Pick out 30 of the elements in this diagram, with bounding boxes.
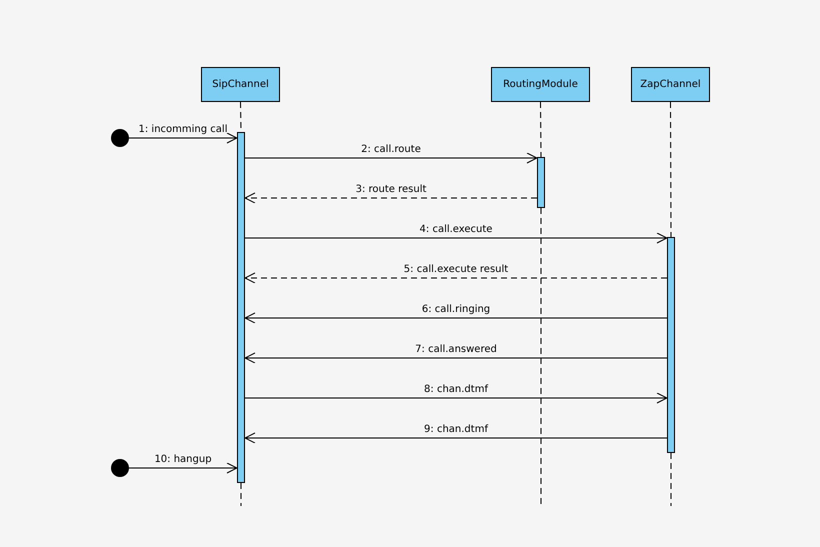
edge-label: 9: chan.dtmf: [424, 424, 488, 436]
message-arrow: [128, 132, 238, 144]
message-arrow: [244, 312, 668, 324]
lifeline: [670, 102, 672, 238]
message-arrow: [244, 352, 668, 364]
edge-label: 3: route result: [356, 184, 426, 196]
lifeline: [540, 102, 542, 158]
participant-box: RoutingModule: [491, 67, 590, 102]
start-dot: [111, 459, 129, 477]
edge-label: 2: call.route: [361, 144, 421, 156]
message-arrow: [244, 432, 668, 444]
message-arrow: [128, 462, 238, 474]
edge-label: 6: call.ringing: [422, 304, 490, 316]
message-arrow: [244, 392, 668, 404]
edge-label: 10: hangup: [154, 454, 212, 466]
participant-box: SipChannel: [201, 67, 280, 102]
return-message-arrow: [244, 192, 538, 204]
start-dot: [111, 129, 129, 147]
message-arrow: [244, 152, 538, 164]
participant-box: ZapChannel: [631, 67, 710, 102]
edge-label: 5: call.execute result: [404, 264, 508, 276]
activation-bar: [237, 132, 245, 483]
edge-label: 7: call.answered: [415, 344, 497, 356]
activation-bar: [667, 237, 675, 453]
edge-label: 4: call.execute: [420, 224, 492, 236]
return-message-arrow: [244, 272, 668, 284]
edge-label: 8: chan.dtmf: [424, 384, 488, 396]
edge-label: 1: incomming call: [138, 124, 228, 136]
activation-bar: [537, 157, 545, 208]
message-arrow: [244, 232, 668, 244]
